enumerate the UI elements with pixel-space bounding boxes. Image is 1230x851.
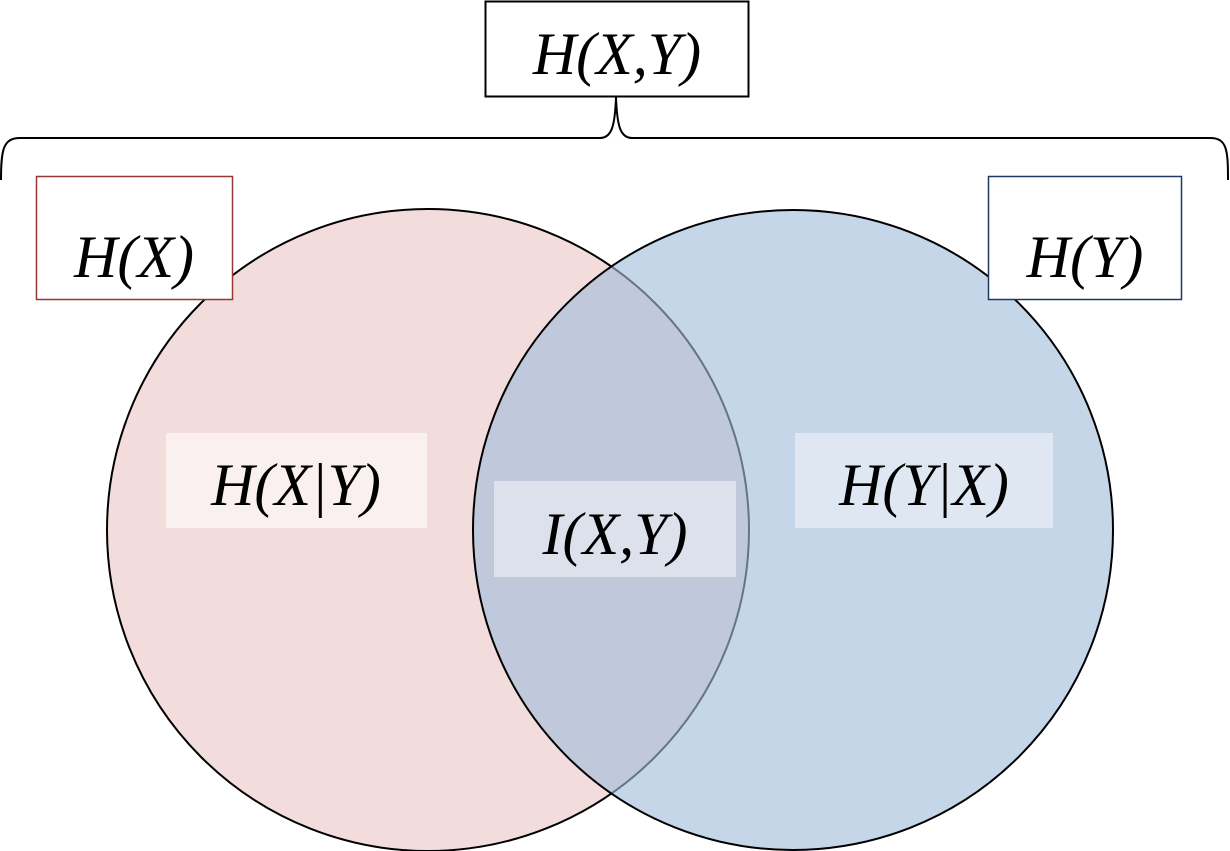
hy-label: H(Y) bbox=[1026, 224, 1144, 290]
hy-given-x-box bbox=[795, 433, 1053, 528]
mutual-info-label: I(X,Y) bbox=[542, 501, 688, 567]
hx-label: H(X) bbox=[73, 224, 194, 290]
mutual-info-box bbox=[494, 481, 736, 577]
hy-label-box bbox=[987, 175, 1183, 301]
curly-brace bbox=[0, 96, 1229, 181]
hx-given-y-label: H(X|Y) bbox=[210, 452, 381, 518]
joint-entropy-label: H(X,Y) bbox=[532, 21, 701, 87]
hx-given-y-box bbox=[166, 433, 427, 528]
hx-label-box bbox=[35, 175, 234, 301]
circle-hy bbox=[472, 209, 1114, 851]
joint-entropy-box bbox=[484, 0, 750, 98]
hy-given-x-label: H(Y|X) bbox=[838, 452, 1009, 518]
